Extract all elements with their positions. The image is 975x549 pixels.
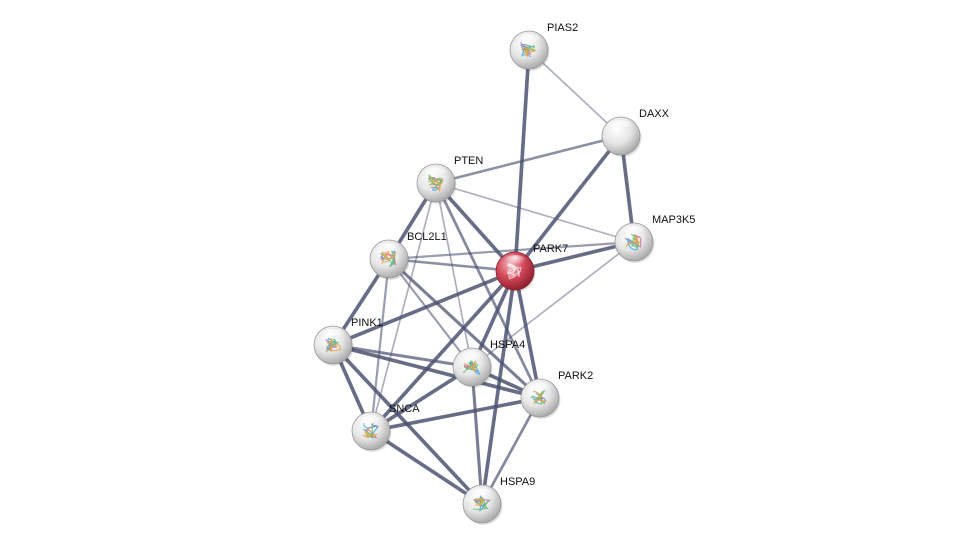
node-label: PIAS2 — [547, 22, 578, 34]
edge-pten-park2[interactable] — [434, 181, 542, 400]
node-label: SNCA — [389, 403, 420, 415]
node-label: BCL2L1 — [407, 231, 447, 243]
edge-pten-hspa4[interactable] — [435, 182, 473, 368]
edge-pten-park7[interactable] — [434, 181, 517, 273]
edge-bcl2l1-park7[interactable] — [387, 257, 517, 273]
node-label: HSPA4 — [490, 339, 525, 351]
node-park2[interactable]: PARK2 — [520, 370, 593, 419]
edge-daxx-pten[interactable] — [434, 134, 623, 185]
edge-map3k5-bcl2l1[interactable] — [387, 240, 636, 261]
node-label: PARK7 — [533, 243, 568, 255]
node-label: DAXX — [639, 108, 670, 120]
edge-hspa4-snca[interactable] — [369, 365, 474, 433]
node-hspa4[interactable]: HSPA4 — [452, 339, 525, 388]
node-park7[interactable]: PARK7 — [495, 243, 568, 292]
edge-hspa4-hspa9[interactable] — [470, 365, 484, 506]
edge-map3k5-hspa4[interactable] — [471, 241, 635, 368]
node-hspa9[interactable]: HSPA9 — [462, 476, 535, 525]
node-pten[interactable]: PTEN — [416, 155, 483, 204]
edge-pten-snca[interactable] — [370, 182, 437, 432]
edge-park7-park2[interactable] — [513, 269, 542, 400]
node-daxx[interactable]: DAXX — [601, 108, 670, 157]
edge-pink1-park2[interactable] — [331, 343, 542, 400]
node-label: PARK2 — [558, 370, 593, 382]
node-pink1[interactable]: PINK1 — [313, 317, 383, 366]
edge-map3k5-park7[interactable] — [513, 240, 636, 273]
edge-snca-hspa9[interactable] — [369, 429, 484, 506]
node-map3k5[interactable]: MAP3K5 — [614, 214, 695, 263]
edge-pten-map3k5[interactable] — [435, 182, 635, 243]
edge-pias2-daxx[interactable] — [528, 49, 622, 137]
edge-park7-snca[interactable] — [369, 269, 517, 433]
node-bcl2l1[interactable]: BCL2L1 — [369, 231, 447, 280]
node-label: PINK1 — [351, 317, 383, 329]
node-label: PTEN — [454, 155, 483, 167]
node-pias2[interactable]: PIAS2 — [509, 22, 578, 71]
edge-park2-snca[interactable] — [369, 396, 542, 433]
edge-park2-hspa9[interactable] — [480, 396, 542, 506]
edge-layer — [331, 48, 636, 506]
node-snca[interactable]: SNCA — [351, 403, 420, 452]
edge-bcl2l1-snca[interactable] — [369, 257, 391, 433]
node-label: MAP3K5 — [652, 214, 695, 226]
edge-park7-pink1[interactable] — [331, 269, 517, 347]
node-label: HSPA9 — [500, 476, 535, 488]
edge-pink1-hspa4[interactable] — [331, 343, 474, 369]
edge-bcl2l1-hspa4[interactable] — [387, 257, 474, 369]
